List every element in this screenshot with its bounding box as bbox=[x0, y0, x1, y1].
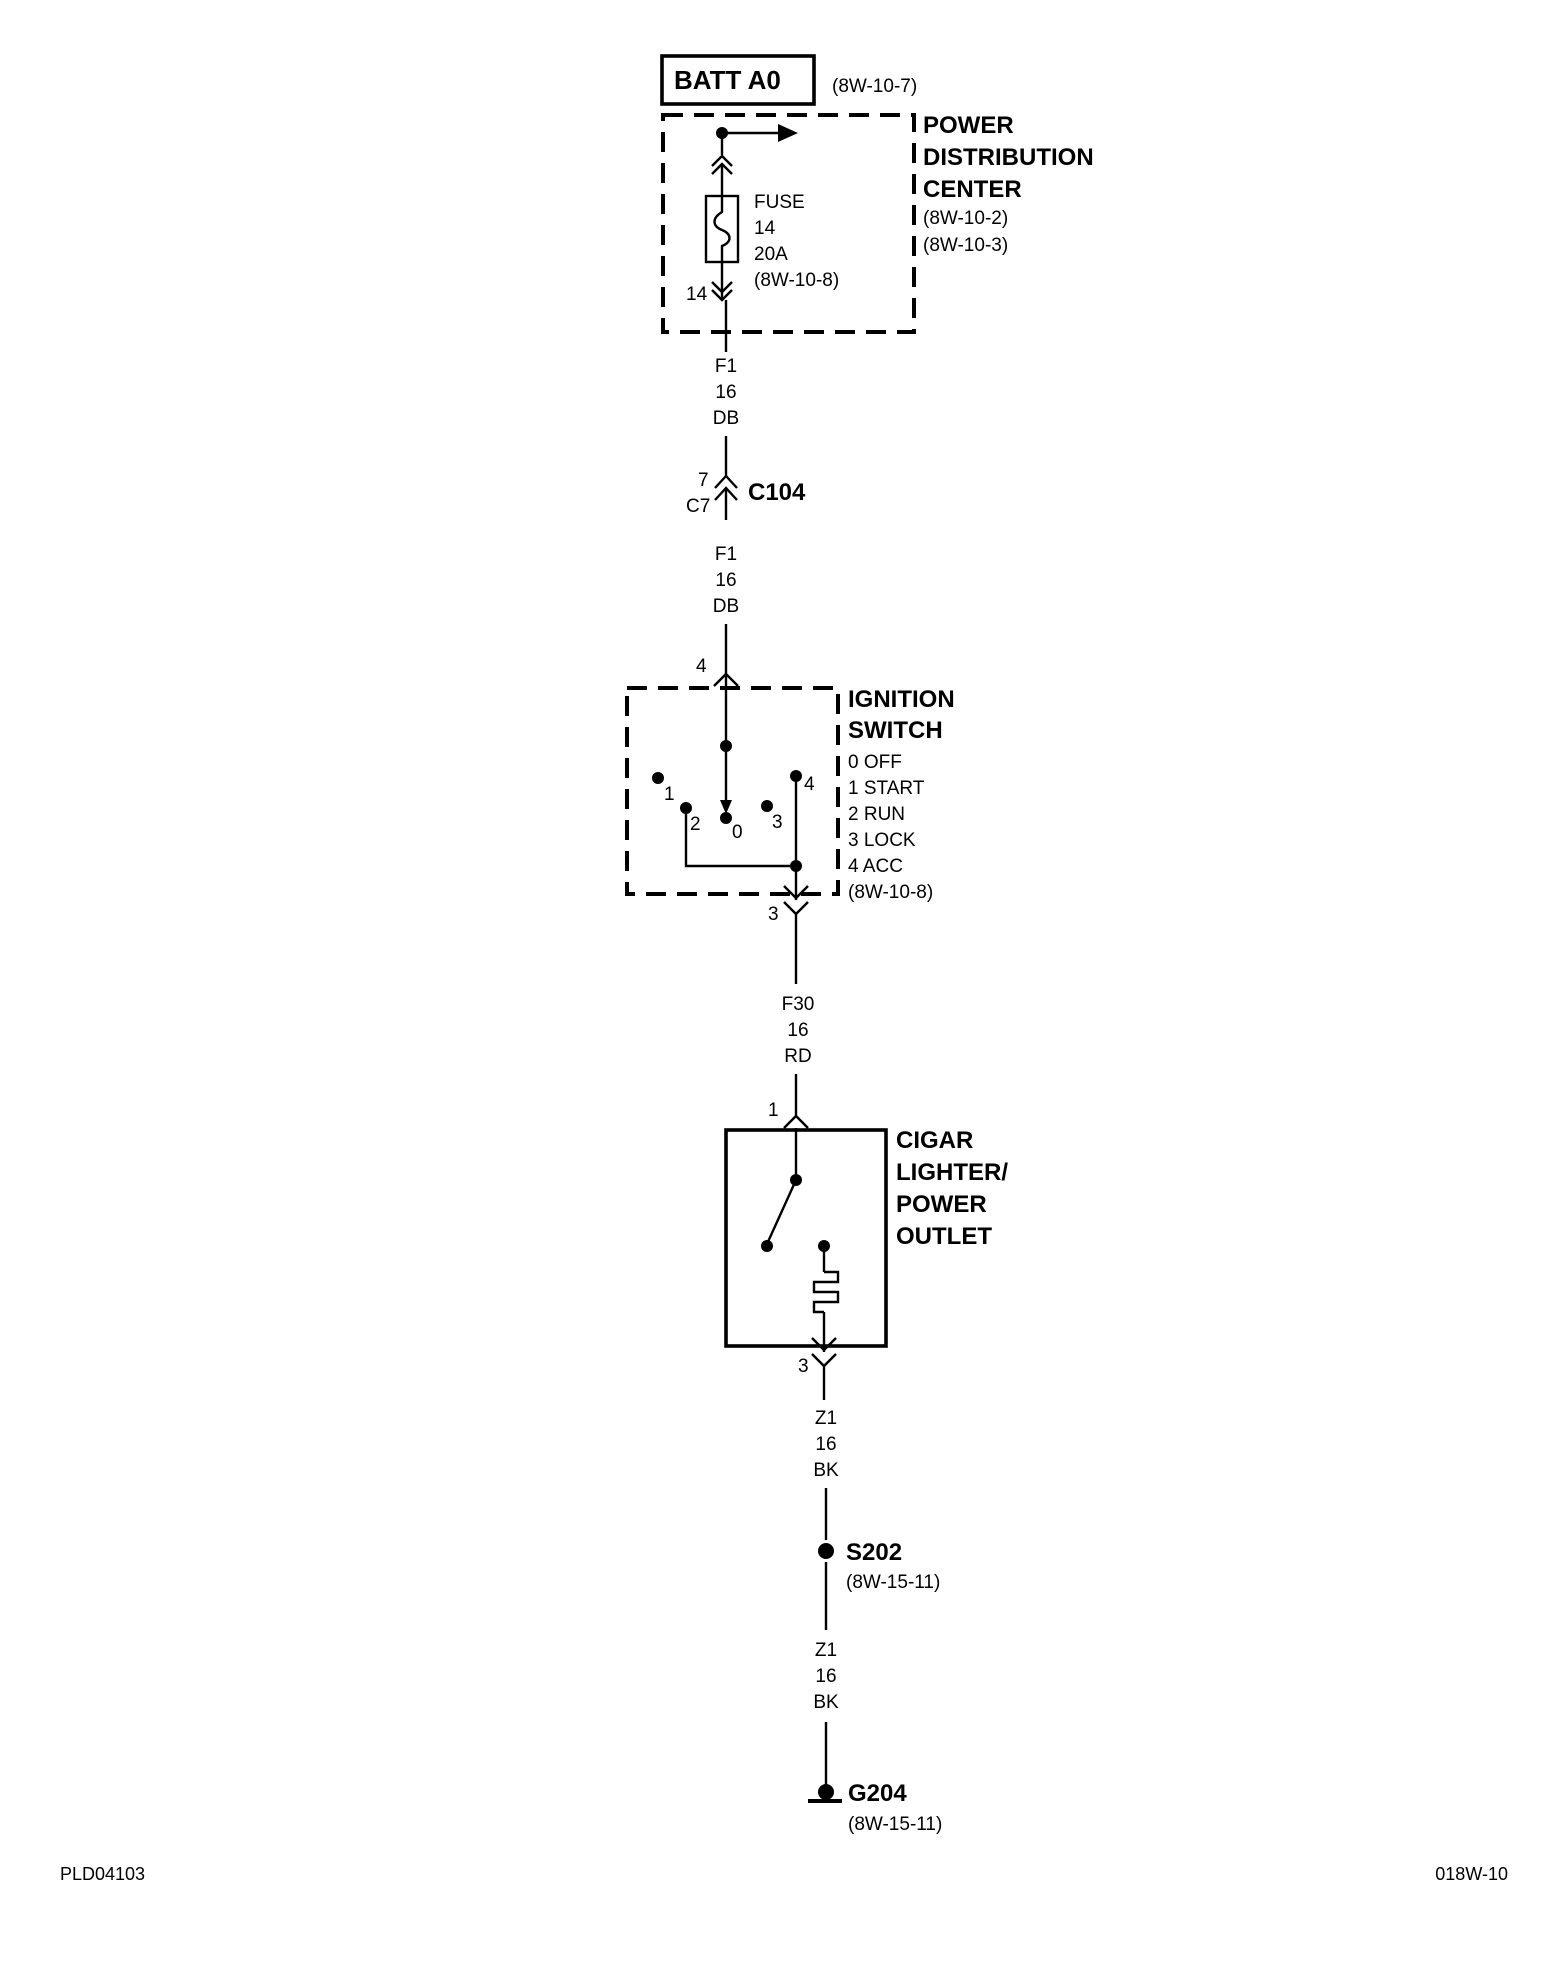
ignition-contact-3 bbox=[761, 800, 773, 812]
lighter-pin-out: 3 bbox=[798, 1356, 809, 1377]
c104-connector-upper bbox=[714, 474, 738, 489]
splice-s202-name: S202 bbox=[846, 1539, 902, 1566]
ignition-ref: (8W-10-8) bbox=[848, 882, 933, 903]
ignition-contact-3-label: 3 bbox=[772, 812, 783, 833]
batt-a0-box bbox=[660, 54, 816, 106]
lighter-title-line3: POWER bbox=[896, 1191, 987, 1218]
ignition-title-line2: SWITCH bbox=[848, 717, 943, 744]
wire-f1-bottom-gauge: 16 bbox=[715, 570, 736, 591]
ignition-contact-0-label: 0 bbox=[732, 822, 743, 843]
fuse-lower-connector bbox=[711, 281, 733, 294]
ignition-contact-1 bbox=[652, 772, 664, 784]
ignition-wiper-arrow bbox=[720, 800, 732, 814]
ignition-switch-boundary bbox=[625, 686, 840, 896]
wire-f30-circuit: F30 bbox=[782, 994, 815, 1015]
ignition-run-acc-bus bbox=[684, 808, 796, 868]
lighter-pin-in: 1 bbox=[768, 1100, 779, 1121]
wire-z1-top-color: BK bbox=[813, 1460, 839, 1481]
pdc-title-line2: DISTRIBUTION bbox=[923, 144, 1094, 171]
splice-s202 bbox=[818, 1543, 834, 1559]
lighter-title-line2: LIGHTER/ bbox=[896, 1159, 1008, 1186]
fuse-rating: 20A bbox=[754, 244, 788, 265]
pdc-boundary bbox=[661, 113, 916, 334]
ignition-pin-in: 4 bbox=[696, 656, 707, 677]
ignition-contact-0 bbox=[720, 812, 732, 824]
ignition-position-0: 0 OFF bbox=[848, 752, 902, 773]
pdc-title-line3: CENTER bbox=[923, 176, 1022, 203]
wire-f1-top-circuit: F1 bbox=[715, 356, 737, 377]
batt-a0-ref: (8W-10-7) bbox=[832, 76, 917, 97]
fuse-ref: (8W-10-8) bbox=[754, 270, 839, 291]
ignition-position-3: 3 LOCK bbox=[848, 830, 916, 851]
ignition-in-connector bbox=[713, 672, 739, 687]
lighter-out-arrow bbox=[811, 1337, 837, 1352]
ignition-contact-1-label: 1 bbox=[664, 784, 675, 805]
fuse-number: 14 bbox=[754, 218, 776, 239]
ignition-contact-2-label: 2 bbox=[690, 814, 701, 835]
pdc-ref-1: (8W-10-2) bbox=[923, 208, 1008, 229]
lighter-title-line4: OUTLET bbox=[896, 1223, 992, 1250]
wire-f1-top-color: DB bbox=[713, 408, 739, 429]
wire-z1-top-gauge: 16 bbox=[815, 1434, 836, 1455]
fuse-upper-connector bbox=[711, 154, 733, 167]
ignition-pin-out: 3 bbox=[768, 904, 779, 925]
pdc-title-line1: POWER bbox=[923, 112, 1014, 139]
footer-right-code: 018W-10 bbox=[1435, 1864, 1508, 1884]
c104-pin-b: C7 bbox=[686, 496, 710, 517]
lighter-heating-element bbox=[812, 1270, 840, 1314]
ignition-out-arrow bbox=[783, 885, 809, 900]
fuse-14-element bbox=[713, 196, 731, 262]
fuse-label: FUSE bbox=[754, 192, 805, 213]
c104-name: C104 bbox=[748, 479, 806, 506]
ignition-title-line1: IGNITION bbox=[848, 686, 955, 713]
pdc-bus-arrow bbox=[778, 124, 798, 142]
lighter-in-connector bbox=[783, 1114, 809, 1129]
wire-f1-top-gauge: 16 bbox=[715, 382, 736, 403]
lighter-title-line1: CIGAR bbox=[896, 1127, 973, 1154]
ground-g204-node bbox=[818, 1784, 834, 1800]
batt-a0-label: BATT A0 bbox=[674, 65, 781, 95]
lighter-out-connector bbox=[811, 1353, 837, 1368]
lighter-switch-contact bbox=[761, 1240, 773, 1252]
wire-f30-gauge: 16 bbox=[787, 1020, 808, 1041]
ground-g204-name: G204 bbox=[848, 1780, 907, 1807]
ignition-out-connector bbox=[783, 901, 809, 916]
ignition-position-4: 4 ACC bbox=[848, 856, 903, 877]
lighter-switch-blade bbox=[765, 1179, 798, 1245]
wire-f1-bottom-color: DB bbox=[713, 596, 739, 617]
footer-left-code: PLD04103 bbox=[60, 1864, 145, 1884]
lighter-body bbox=[724, 1128, 888, 1348]
ignition-position-2: 2 RUN bbox=[848, 804, 905, 825]
c104-pin-a: 7 bbox=[698, 470, 709, 491]
pdc-ref-2: (8W-10-3) bbox=[923, 235, 1008, 256]
wire-z1-bottom-gauge: 16 bbox=[815, 1666, 836, 1687]
wire-z1-bottom-circuit: Z1 bbox=[815, 1640, 837, 1661]
ignition-position-1: 1 START bbox=[848, 778, 925, 799]
wire-f30-color: RD bbox=[784, 1046, 811, 1067]
ignition-contact-4-label: 4 bbox=[804, 774, 815, 795]
fuse-pin-label: 14 bbox=[686, 284, 708, 305]
fuse-lower-connector-2 bbox=[711, 289, 733, 302]
wire-f1-bottom-circuit: F1 bbox=[715, 544, 737, 565]
wire-z1-top-circuit: Z1 bbox=[815, 1408, 837, 1429]
ground-g204-ref: (8W-15-11) bbox=[848, 1814, 942, 1835]
splice-s202-ref: (8W-15-11) bbox=[846, 1572, 940, 1593]
wire-z1-bottom-color: BK bbox=[813, 1692, 839, 1713]
